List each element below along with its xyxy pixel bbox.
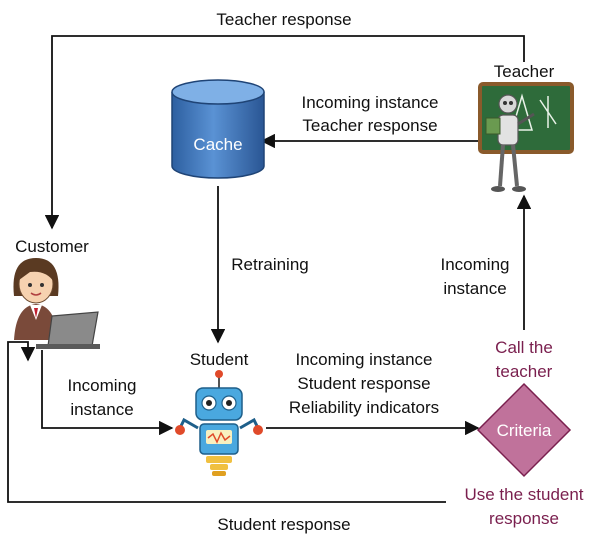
decision-label-call-teacher-1: Call the [495, 338, 553, 357]
decision-label-call-teacher-2: teacher [496, 362, 553, 381]
edge-label-student-response: Student response [297, 374, 430, 393]
diamond-icon [476, 382, 572, 478]
criteria-label: Criteria [497, 421, 552, 440]
database-icon [171, 79, 265, 179]
robot-teacher-icon [478, 82, 574, 192]
customer-label: Customer [15, 237, 89, 256]
edge-label-customer-incoming-1: Incoming [68, 376, 137, 395]
edge-teacher-to-customer [44, 35, 525, 230]
edge-label-teacher-response-cache: Teacher response [302, 116, 437, 135]
edge-label-incoming-instance-cache: Incoming instance [301, 93, 438, 112]
edge-label-incoming-to-teacher-2: instance [443, 279, 506, 298]
cache-label: Cache [193, 135, 242, 154]
edge-label-customer-incoming-2: instance [70, 400, 133, 419]
decision-label-use-student-2: response [489, 509, 559, 528]
edge-label-retraining: Retraining [231, 255, 309, 274]
edge-label-student-incoming: Incoming instance [295, 350, 432, 369]
robot-student-icon [175, 370, 263, 476]
decision-label-use-student-1: Use the student [464, 485, 583, 504]
edge-label-teacher-response-top: Teacher response [216, 10, 351, 29]
edge-label-reliability: Reliability indicators [289, 398, 439, 417]
customer-laptop-icon [13, 258, 100, 349]
edge-label-incoming-to-teacher-1: Incoming [441, 255, 510, 274]
teacher-label: Teacher [494, 62, 555, 81]
edge-label-student-response-bottom: Student response [217, 515, 350, 534]
student-label: Student [190, 350, 249, 369]
edge-criteria-to-customer [7, 341, 446, 503]
edge-customer-to-student [41, 350, 174, 436]
